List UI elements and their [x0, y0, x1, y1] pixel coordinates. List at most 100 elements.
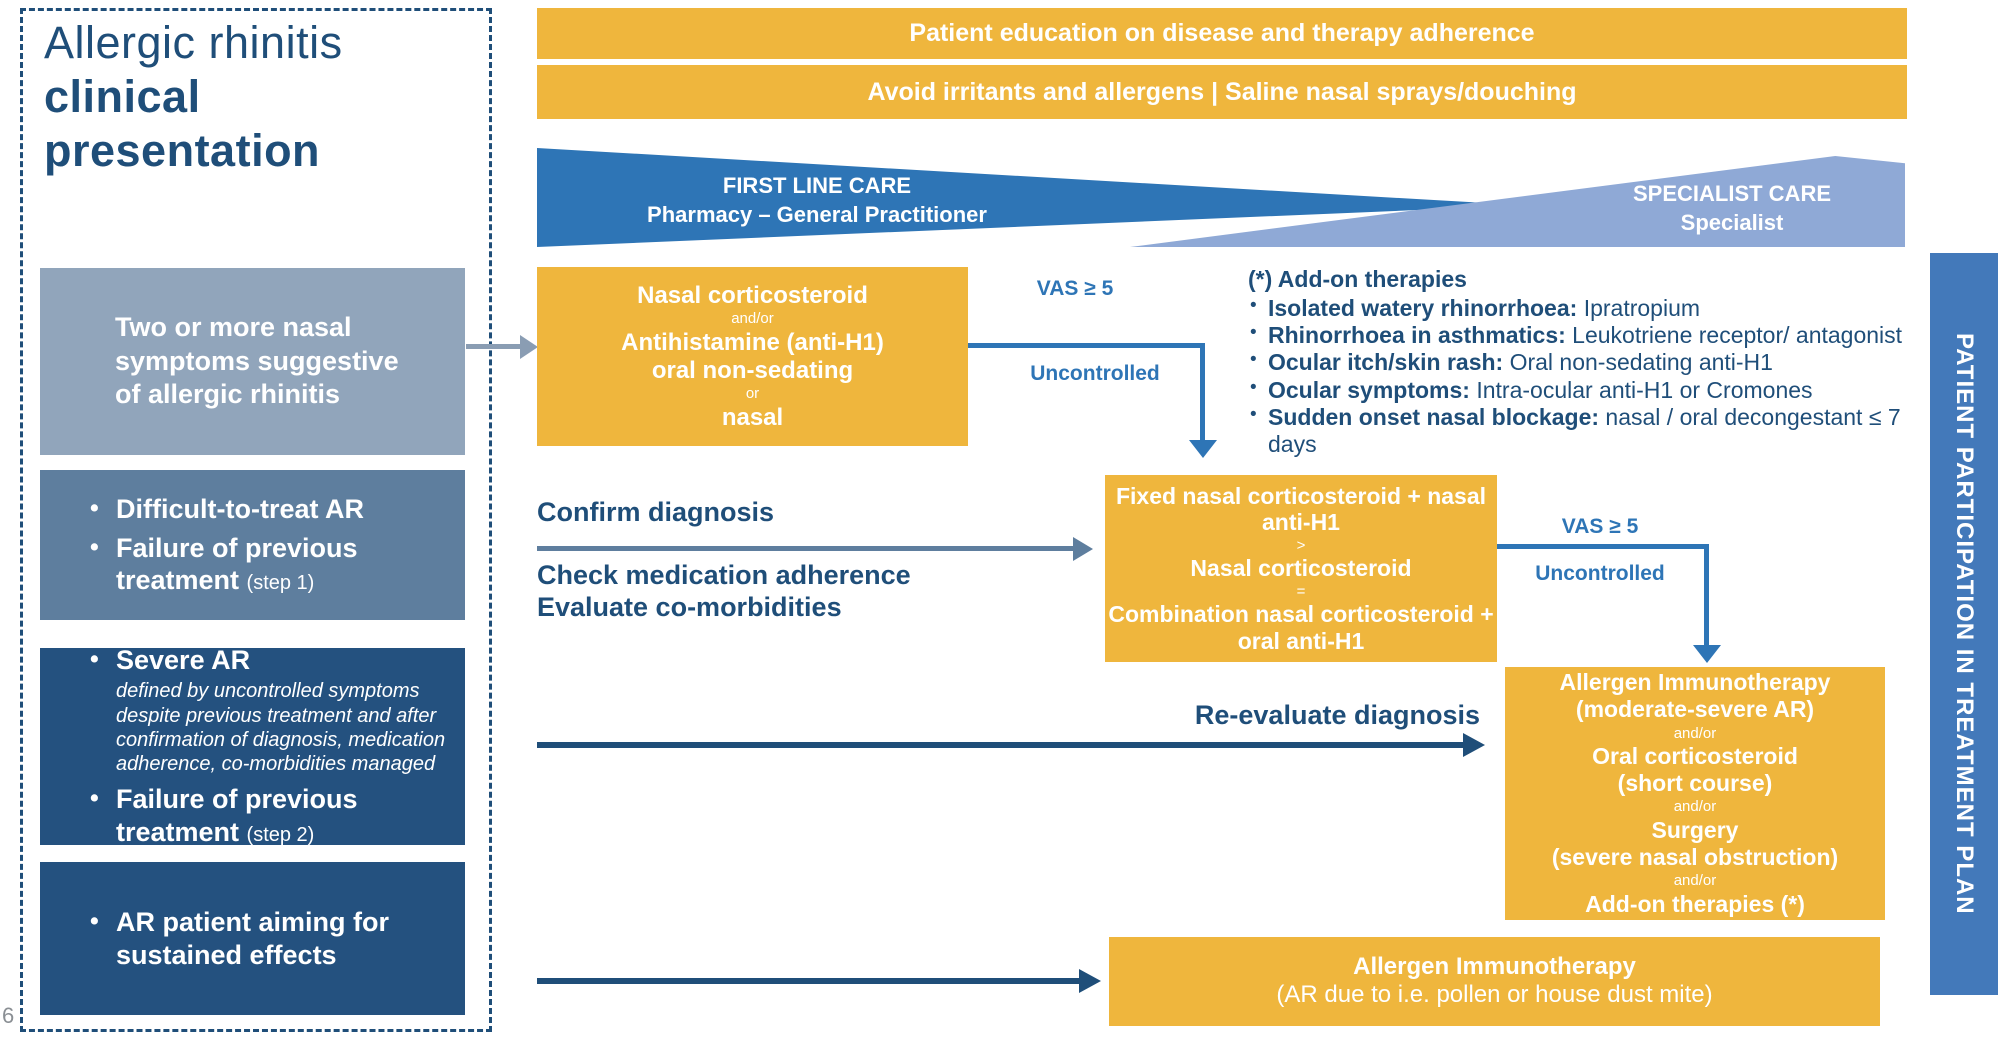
addon-item-lead: Ocular itch/skin rash:: [1268, 349, 1504, 376]
confirm-diagnosis-label: Confirm diagnosis: [537, 497, 775, 527]
connector-line: and/or: [1673, 872, 1717, 890]
presentation-box-nasal-symptoms: Two or more nasal symptoms suggestive of…: [40, 268, 465, 455]
list-item: Failure of previous treatment (step 1): [86, 532, 446, 598]
vas-score-label-2: VAS ≥ 5: [1561, 515, 1639, 538]
treatment-line: Nasal corticosteroid: [1190, 555, 1412, 582]
specialist-care-subtitle: Specialist: [1680, 209, 1784, 235]
treatment-line: Antihistamine (anti-H1): [621, 328, 884, 356]
connector-line: =: [1296, 582, 1306, 600]
treatment-line: Allergen Immunotherapy: [1353, 952, 1636, 980]
addon-item-lead: Rhinorrhoea in asthmatics:: [1268, 322, 1566, 349]
connector-line: and/or: [1673, 798, 1717, 816]
uncontrolled-label-2: Uncontrolled: [1535, 562, 1665, 585]
avoid-irritants-bar: Avoid irritants and allergens | Saline n…: [537, 65, 1907, 119]
presentation-box-sustained-effects: AR patient aiming for sustained effects: [40, 862, 465, 1015]
connector-line: or: [745, 385, 760, 403]
treatment-line: nasal: [721, 403, 784, 431]
step3-treatment-box: Allergen Immunotherapy (moderate-severe …: [1505, 667, 1885, 920]
connector-line: and/or: [1673, 724, 1717, 742]
care-level-banner: FIRST LINE CARE Pharmacy – General Pract…: [537, 148, 1905, 247]
treatment-subline: (AR due to i.e. pollen or house dust mit…: [1276, 981, 1713, 1009]
vas-score-label-1: VAS ≥ 5: [1036, 277, 1114, 300]
addon-item: Isolated watery rhinorrhoea: Ipratropium: [1248, 295, 1920, 322]
treatment-line: (moderate-severe AR): [1575, 696, 1815, 723]
list-item: Failure of previous treatment (step 2): [86, 783, 446, 849]
uncontrolled-elbow-1-vertical: [1200, 343, 1205, 440]
treatment-line: Fixed nasal corticosteroid + nasal anti-…: [1115, 482, 1487, 536]
addon-therapies-note: (*) Add-on therapies Isolated watery rhi…: [1248, 266, 1920, 458]
evaluate-comorbidities-label: Evaluate co-morbidities: [537, 592, 842, 622]
immunotherapy-arrow-head: [1079, 969, 1101, 993]
treatment-line: Surgery: [1651, 816, 1739, 843]
uncontrolled-elbow-2-head: [1693, 645, 1721, 663]
addon-item-lead: Sudden onset nasal blockage:: [1268, 403, 1600, 430]
list-item-suffix: (step 2): [246, 823, 315, 846]
addon-item-rest: nasal / oral decongestant ≤ 7 days: [1268, 403, 1901, 457]
list-item-text: Severe AR: [116, 645, 251, 676]
allergen-immunotherapy-box: Allergen Immunotherapy (AR due to i.e. p…: [1109, 937, 1880, 1026]
list-item-text: Difficult-to-treat AR: [116, 493, 364, 524]
confirm-arrow-line: [537, 546, 1075, 551]
uncontrolled-elbow-2-horizontal: [1497, 544, 1709, 549]
presentation-box-text: Two or more nasal symptoms suggestive of…: [115, 311, 399, 410]
page-title-line3: presentation: [44, 125, 321, 176]
list-item: AR patient aiming for sustained effects: [86, 906, 446, 972]
list-item: Severe AR defined by uncontrolled sympto…: [86, 644, 446, 777]
addon-item: Ocular symptoms: Intra-ocular anti-H1 or…: [1248, 377, 1920, 404]
patient-education-bar: Patient education on disease and therapy…: [537, 8, 1907, 59]
treatment-line: Combination nasal corticosteroid + oral …: [1108, 601, 1494, 654]
treatment-line: Add-on therapies (*): [1585, 890, 1805, 917]
step2-treatment-box: Fixed nasal corticosteroid + nasal anti-…: [1105, 475, 1497, 662]
entry-arrow-head: [520, 335, 538, 359]
uncontrolled-label-1: Uncontrolled: [1030, 362, 1160, 385]
first-line-care-subtitle: Pharmacy – General Practitioner: [647, 201, 987, 227]
page-title-line2: clinical: [44, 71, 201, 122]
addon-item-rest: Intra-ocular anti-H1 or Cromones: [1469, 376, 1813, 403]
list-item-suffix: (step 1): [246, 572, 315, 595]
connector-line: and/or: [731, 310, 774, 328]
addon-item: Ocular itch/skin rash: Oral non-sedating…: [1248, 349, 1920, 376]
list-item-text: AR patient aiming for sustained effects: [116, 906, 390, 970]
reevaluate-arrow-line: [537, 742, 1465, 748]
step1-treatment-box: Nasal corticosteroid and/or Antihistamin…: [537, 267, 968, 446]
addon-item: Rhinorrhoea in asthmatics: Leukotriene r…: [1248, 322, 1920, 349]
treatment-line: oral non-sedating: [651, 356, 854, 384]
clinical-presentation-frame: [20, 8, 492, 1032]
confirm-arrow-head: [1073, 537, 1093, 561]
addon-title: (*) Add-on therapies: [1248, 266, 1467, 292]
addon-item-lead: Ocular symptoms:: [1268, 376, 1470, 403]
patient-education-text: Patient education on disease and therapy…: [909, 19, 1535, 47]
patient-participation-text: PATIENT PARTICIPATION IN TREATMENT PLAN: [1951, 333, 1978, 915]
first-line-care-title: FIRST LINE CARE: [722, 173, 912, 198]
page-title-line1: Allergic rhinitis: [44, 17, 343, 68]
entry-arrow-line: [466, 344, 520, 349]
connector-line: >: [1296, 536, 1306, 554]
page-title: Allergic rhinitis clinical presentation: [44, 16, 474, 178]
addon-item-rest: Ipratropium: [1577, 295, 1701, 322]
specialist-care-title: SPECIALIST CARE: [1632, 181, 1832, 206]
addon-item-rest: Leukotriene receptor/ antagonist: [1565, 322, 1903, 349]
treatment-line: Allergen Immunotherapy: [1559, 669, 1831, 696]
immunotherapy-arrow-line: [537, 978, 1081, 984]
presentation-box-difficult-to-treat: Difficult-to-treat AR Failure of previou…: [40, 470, 465, 620]
avoid-irritants-text: Avoid irritants and allergens | Saline n…: [867, 77, 1577, 106]
check-adherence-label: Check medication adherence: [537, 560, 911, 590]
addon-item-rest: Oral non-sedating anti-H1: [1503, 349, 1773, 376]
list-item-note: defined by uncontrolled symptoms despite…: [116, 680, 446, 776]
first-line-care-label: FIRST LINE CARE Pharmacy – General Pract…: [582, 172, 1052, 229]
patient-participation-bar: PATIENT PARTICIPATION IN TREATMENT PLAN: [1930, 253, 1998, 995]
list-item-text: Failure of previous treatment: [116, 783, 358, 847]
addon-item: Sudden onset nasal blockage: nasal / ora…: [1248, 404, 1920, 458]
reevaluate-arrow-head: [1463, 733, 1485, 757]
uncontrolled-elbow-1-head: [1189, 440, 1217, 458]
reevaluate-diagnosis-label: Re-evaluate diagnosis: [1194, 700, 1480, 730]
presentation-box-severe-ar: Severe AR defined by uncontrolled sympto…: [40, 644, 465, 847]
specialist-care-label: SPECIALIST CARE Specialist: [1582, 180, 1882, 237]
treatment-line: (severe nasal obstruction): [1551, 843, 1839, 870]
treatment-line: (short course): [1617, 770, 1773, 797]
list-item: Difficult-to-treat AR: [86, 493, 446, 526]
treatment-line: Oral corticosteroid: [1592, 743, 1798, 770]
page-number: 6: [2, 1003, 15, 1028]
treatment-line: Nasal corticosteroid: [637, 281, 868, 309]
